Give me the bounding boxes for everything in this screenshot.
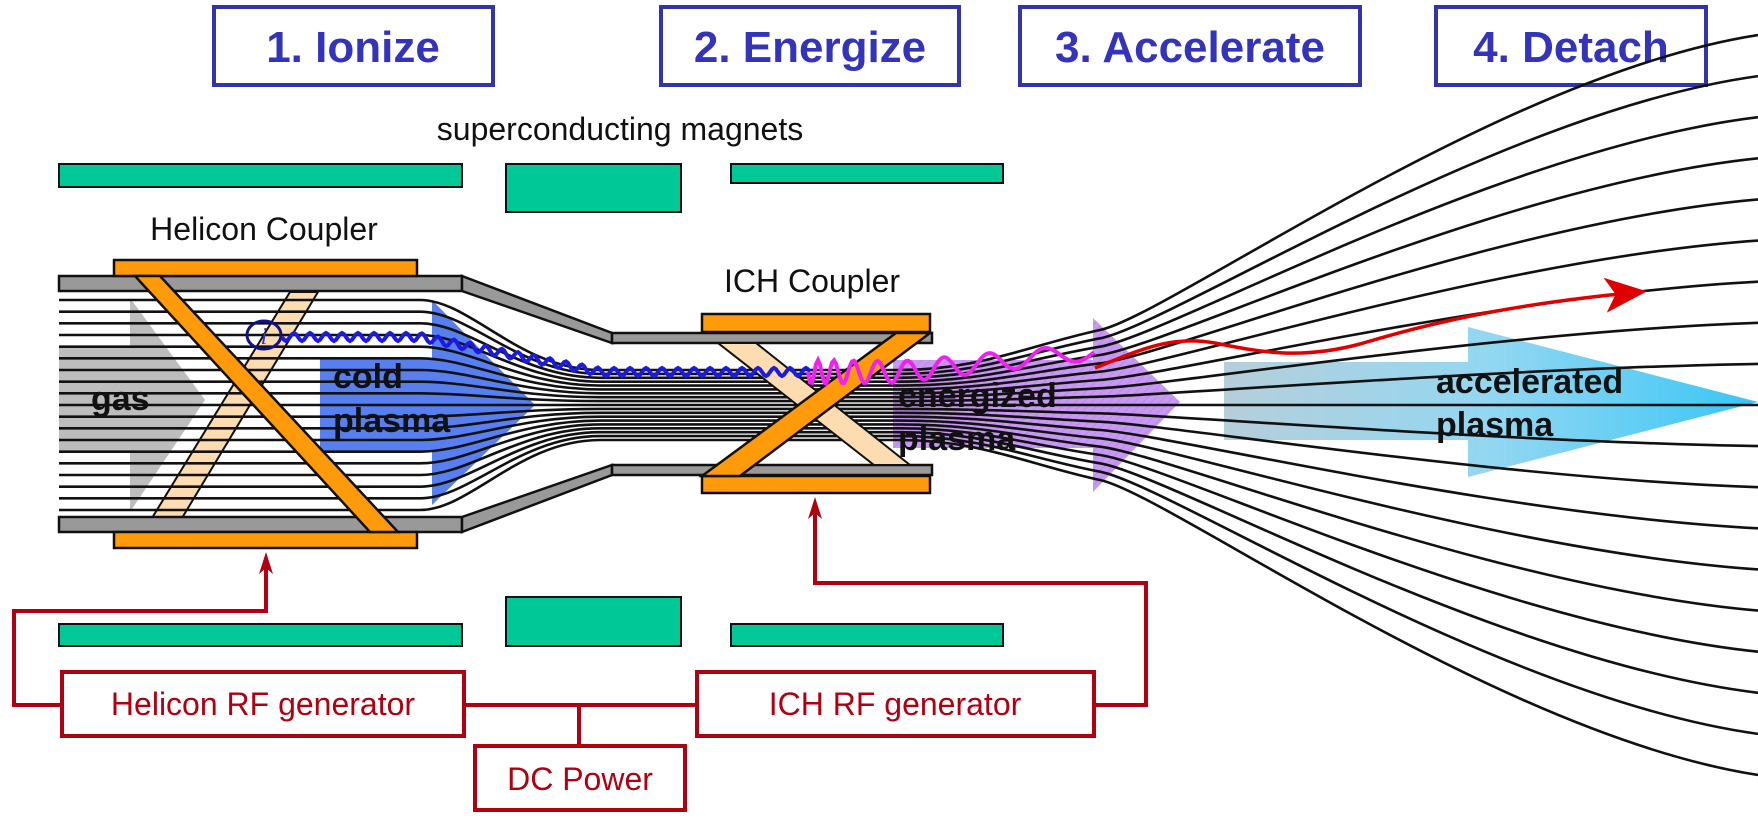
cold-plasma-label-1: cold — [333, 358, 403, 396]
field-line — [59, 415, 1758, 530]
energized-trajectory-wave — [806, 345, 1096, 387]
ich-feed-arrow-icon — [808, 497, 822, 519]
stage-accelerate: 3. Accelerate — [1018, 5, 1362, 87]
field-line — [59, 419, 1758, 571]
helicon-coupler-top — [112, 258, 419, 278]
ion-symbol: i — [261, 324, 268, 350]
field-line — [59, 321, 1758, 399]
stage-label: 3. Accelerate — [1055, 23, 1325, 72]
field-line — [59, 239, 1758, 391]
stage-detach: 4. Detach — [1434, 5, 1708, 87]
helicon-generator-box — [60, 670, 466, 738]
ion-circle — [245, 319, 283, 351]
taper-wall-top — [460, 274, 614, 345]
accelerated-plasma-label-2: plasma — [1436, 406, 1554, 444]
helicon-coupler-bottom — [112, 530, 419, 550]
field-line — [59, 434, 1758, 736]
ich-wall-bottom — [610, 463, 934, 477]
magnets-label: superconducting magnets — [437, 111, 803, 147]
stage-energize: 2. Energize — [659, 5, 961, 87]
stage-label: 4. Detach — [1473, 23, 1669, 72]
field-line — [59, 438, 1758, 777]
magnetic-field-lines — [59, 33, 1758, 777]
magnet-top-right — [730, 163, 1004, 184]
helicon-wall-bottom — [57, 515, 464, 534]
helicon-generator-label: Helicon RF generator — [111, 686, 415, 722]
ich-coupler-top — [700, 312, 932, 334]
ich-feed-wire — [813, 506, 1148, 707]
stage-label: 1. Ionize — [266, 23, 440, 72]
dc-power-label: DC Power — [507, 761, 653, 797]
helicon-rf-generator: Helicon RF generator — [60, 670, 466, 738]
cold-plasma-label-2: plasma — [333, 402, 451, 440]
helicon-feed-wire — [12, 560, 268, 707]
ion-particle: i — [245, 319, 283, 351]
field-line — [59, 198, 1758, 387]
ich-coupler-bottom — [700, 474, 932, 495]
ich-rf-generator: ICH RF generator — [695, 670, 1096, 738]
ich-generator-box — [695, 670, 1096, 738]
accelerated-ion-trajectory — [1094, 277, 1647, 370]
dc-power-box — [473, 744, 687, 812]
field-line — [59, 427, 1758, 653]
stage-box — [1018, 5, 1362, 87]
stage-ionize: 1. Ionize — [212, 5, 495, 87]
magnet-bottom-left — [58, 623, 463, 647]
stage-box — [659, 5, 961, 87]
field-line — [59, 423, 1758, 612]
helicon-strap-front — [132, 274, 401, 534]
magnet-top-center — [505, 163, 682, 213]
ion-trajectory-wave — [280, 330, 812, 379]
helicon-wall-top — [57, 274, 464, 293]
ich-coupler-label: ICH Coupler — [724, 263, 900, 299]
field-line — [59, 407, 1758, 448]
field-line — [59, 411, 1758, 489]
gas-label: gas — [91, 380, 150, 418]
energized-plasma-label-1: energized — [898, 377, 1057, 415]
field-line — [59, 33, 1758, 372]
field-line — [59, 430, 1758, 695]
field-line — [59, 362, 1758, 403]
stage-box — [212, 5, 495, 87]
stage-label: 2. Energize — [694, 23, 926, 72]
helicon-coupler-label: Helicon Coupler — [150, 211, 378, 247]
ich-generator-label: ICH RF generator — [769, 686, 1022, 722]
field-line — [59, 74, 1758, 376]
dc-power: DC Power — [473, 744, 687, 812]
accelerated-plasma-arrow — [1224, 327, 1758, 477]
energized-plasma-label-2: plasma — [898, 420, 1016, 458]
magnet-bottom-right — [730, 623, 1004, 647]
accelerated-plasma-label-1: accelerated — [1436, 363, 1623, 401]
magnet-bottom-center — [505, 596, 682, 647]
helicon-feed-arrow-icon — [259, 552, 273, 574]
magnet-top-left — [58, 163, 463, 188]
